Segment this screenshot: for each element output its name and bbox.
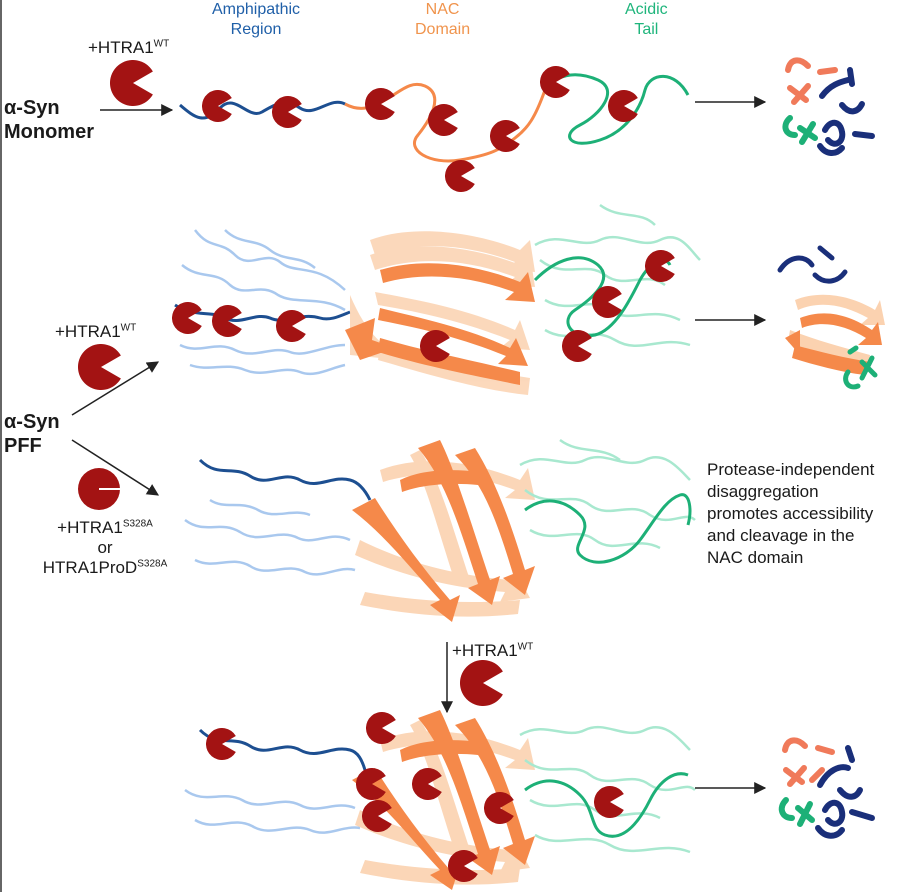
arrow-pff-s328a bbox=[71, 439, 160, 496]
bound-enzyme-icon bbox=[276, 310, 306, 342]
pff-acidic-chain bbox=[533, 256, 672, 338]
pff-s328a-fibril-core bbox=[352, 440, 535, 622]
bound-enzyme-icon bbox=[365, 88, 395, 120]
monomer-label: α-Syn Monomer bbox=[4, 97, 94, 143]
pff-amphipathic-fuzz bbox=[179, 229, 346, 376]
monomer-row bbox=[100, 57, 875, 192]
pff-s328a-acidic-chain bbox=[524, 493, 692, 564]
pff-bottom-acidic-chain bbox=[524, 772, 689, 838]
htra1-wt-label-monomer: +HTRA1WT bbox=[88, 38, 170, 57]
pff-wt-product bbox=[777, 245, 885, 390]
pff-s328a-amphipathic-fuzz bbox=[184, 498, 356, 576]
nac-domain-label: NAC Domain bbox=[415, 1, 471, 38]
pff-wt-row bbox=[71, 203, 885, 416]
pff-bottom-amphipathic-chain bbox=[198, 728, 367, 771]
htra1-s328a-enzyme-icon bbox=[78, 468, 120, 510]
htra1-wt-enzyme-icon bbox=[460, 660, 503, 706]
monomer-fragments bbox=[782, 57, 875, 156]
bound-enzyme-icon bbox=[272, 96, 302, 128]
acidic-tail-label: Acidic Tail bbox=[625, 1, 668, 38]
bound-enzyme-icon bbox=[206, 728, 236, 760]
amphipathic-region-label: Amphipathic Region bbox=[212, 1, 301, 38]
monomer-acidic-chain bbox=[543, 73, 690, 145]
bound-enzyme-icon bbox=[366, 712, 396, 744]
pff-s328a-amphipathic-chain bbox=[198, 458, 372, 501]
arrow-pff-wt bbox=[71, 361, 160, 416]
bottom-fragments bbox=[778, 737, 875, 839]
htra1-wt-enzyme-icon bbox=[78, 344, 121, 390]
bound-enzyme-icon bbox=[608, 90, 638, 122]
pff-disaggregated-row bbox=[184, 642, 875, 890]
pff-bottom-acidic-fuzz bbox=[519, 725, 696, 854]
pff-bottom-amphipathic-fuzz bbox=[184, 788, 361, 834]
pff-wt-fibril-core bbox=[345, 231, 535, 395]
htra1-wt-enzyme-icon bbox=[110, 60, 153, 106]
pff-label: α-Syn PFF bbox=[4, 411, 60, 457]
htra1-s328a-label: +HTRA1S328A or HTRA1ProDS328A bbox=[42, 518, 168, 577]
htra1-wt-label-pff: +HTRA1WT bbox=[55, 322, 137, 341]
pff-bottom-fibril-core bbox=[352, 710, 535, 890]
pff-amphipathic-chain bbox=[174, 303, 351, 323]
pff-acidic-fuzz bbox=[534, 203, 701, 348]
disaggregation-note: Protease-independent disaggregation prom… bbox=[707, 460, 875, 567]
bound-enzyme-icon bbox=[445, 160, 475, 192]
htra1-wt-label-bottom: +HTRA1WT bbox=[452, 641, 534, 660]
pff-s328a-acidic-fuzz bbox=[519, 438, 696, 550]
pff-s328a-row bbox=[71, 438, 696, 622]
bound-enzyme-icon bbox=[645, 250, 675, 282]
